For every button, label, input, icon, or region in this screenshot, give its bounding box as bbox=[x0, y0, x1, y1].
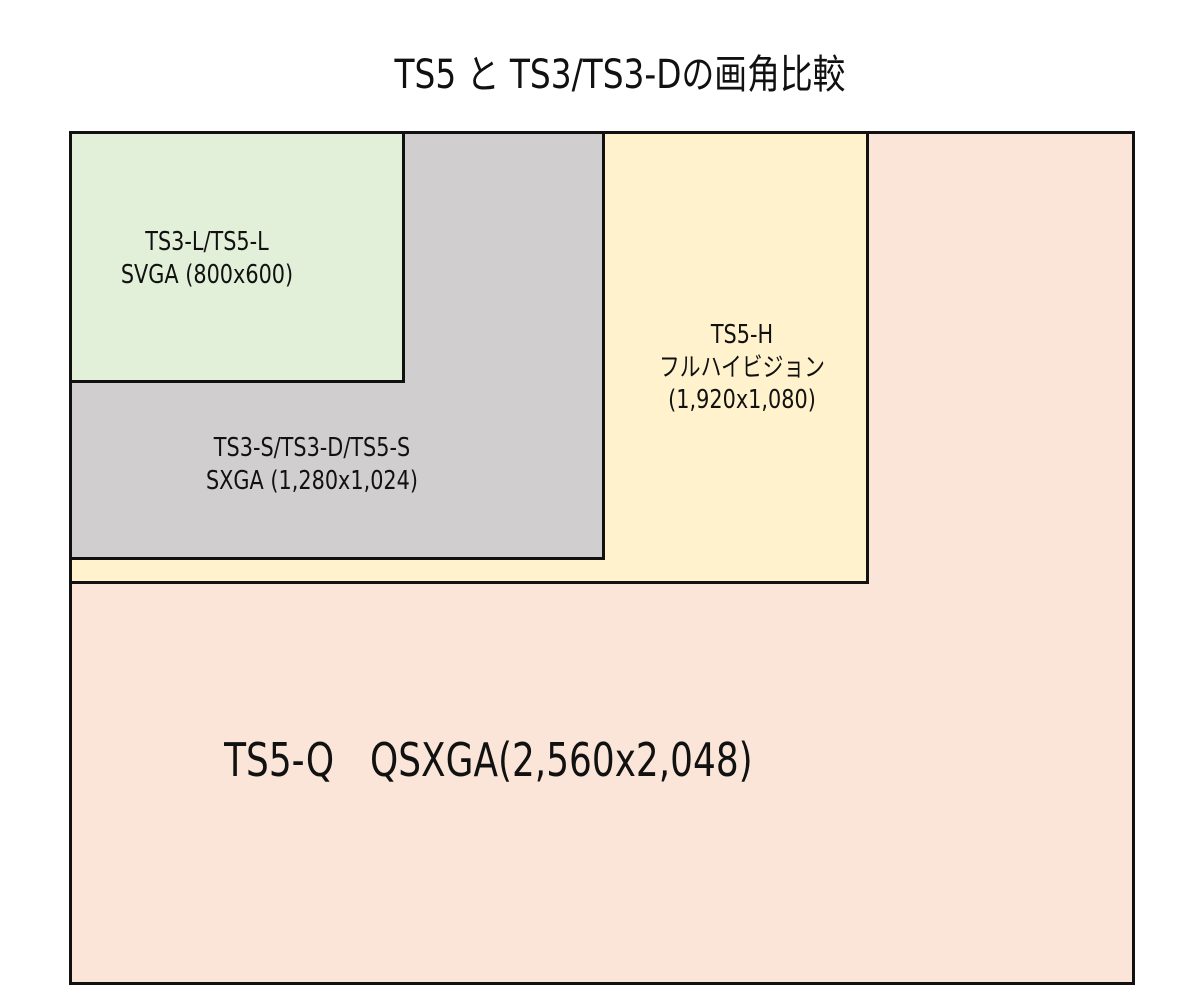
sxga-resolution: SXGA (1,280x1,024) bbox=[205, 465, 419, 496]
qsxga-label: TS5-Q QSXGA(2,560x2,048) bbox=[224, 733, 753, 787]
svga-label: TS3-L/TS5-L SVGA (800x600) bbox=[107, 226, 307, 291]
svga-model: TS3-L/TS5-L bbox=[145, 227, 269, 257]
fullhd-model: TS5-H bbox=[710, 320, 774, 350]
fullhd-name: フルハイビジョン bbox=[659, 352, 825, 383]
fullhd-resolution: (1,920x1,080) bbox=[668, 385, 816, 415]
diagram-title: TS5 と TS3/TS3-Dの画角比較 bbox=[394, 52, 846, 98]
svga-box: TS3-L/TS5-L SVGA (800x600) bbox=[69, 131, 405, 383]
fullhd-label: TS5-H フルハイビジョン (1,920x1,080) bbox=[622, 319, 862, 417]
sxga-label: TS3-S/TS3-D/TS5-S SXGA (1,280x1,024) bbox=[168, 432, 456, 497]
svga-resolution: SVGA (800x600) bbox=[120, 259, 294, 290]
sxga-model: TS3-S/TS3-D/TS5-S bbox=[213, 433, 411, 463]
